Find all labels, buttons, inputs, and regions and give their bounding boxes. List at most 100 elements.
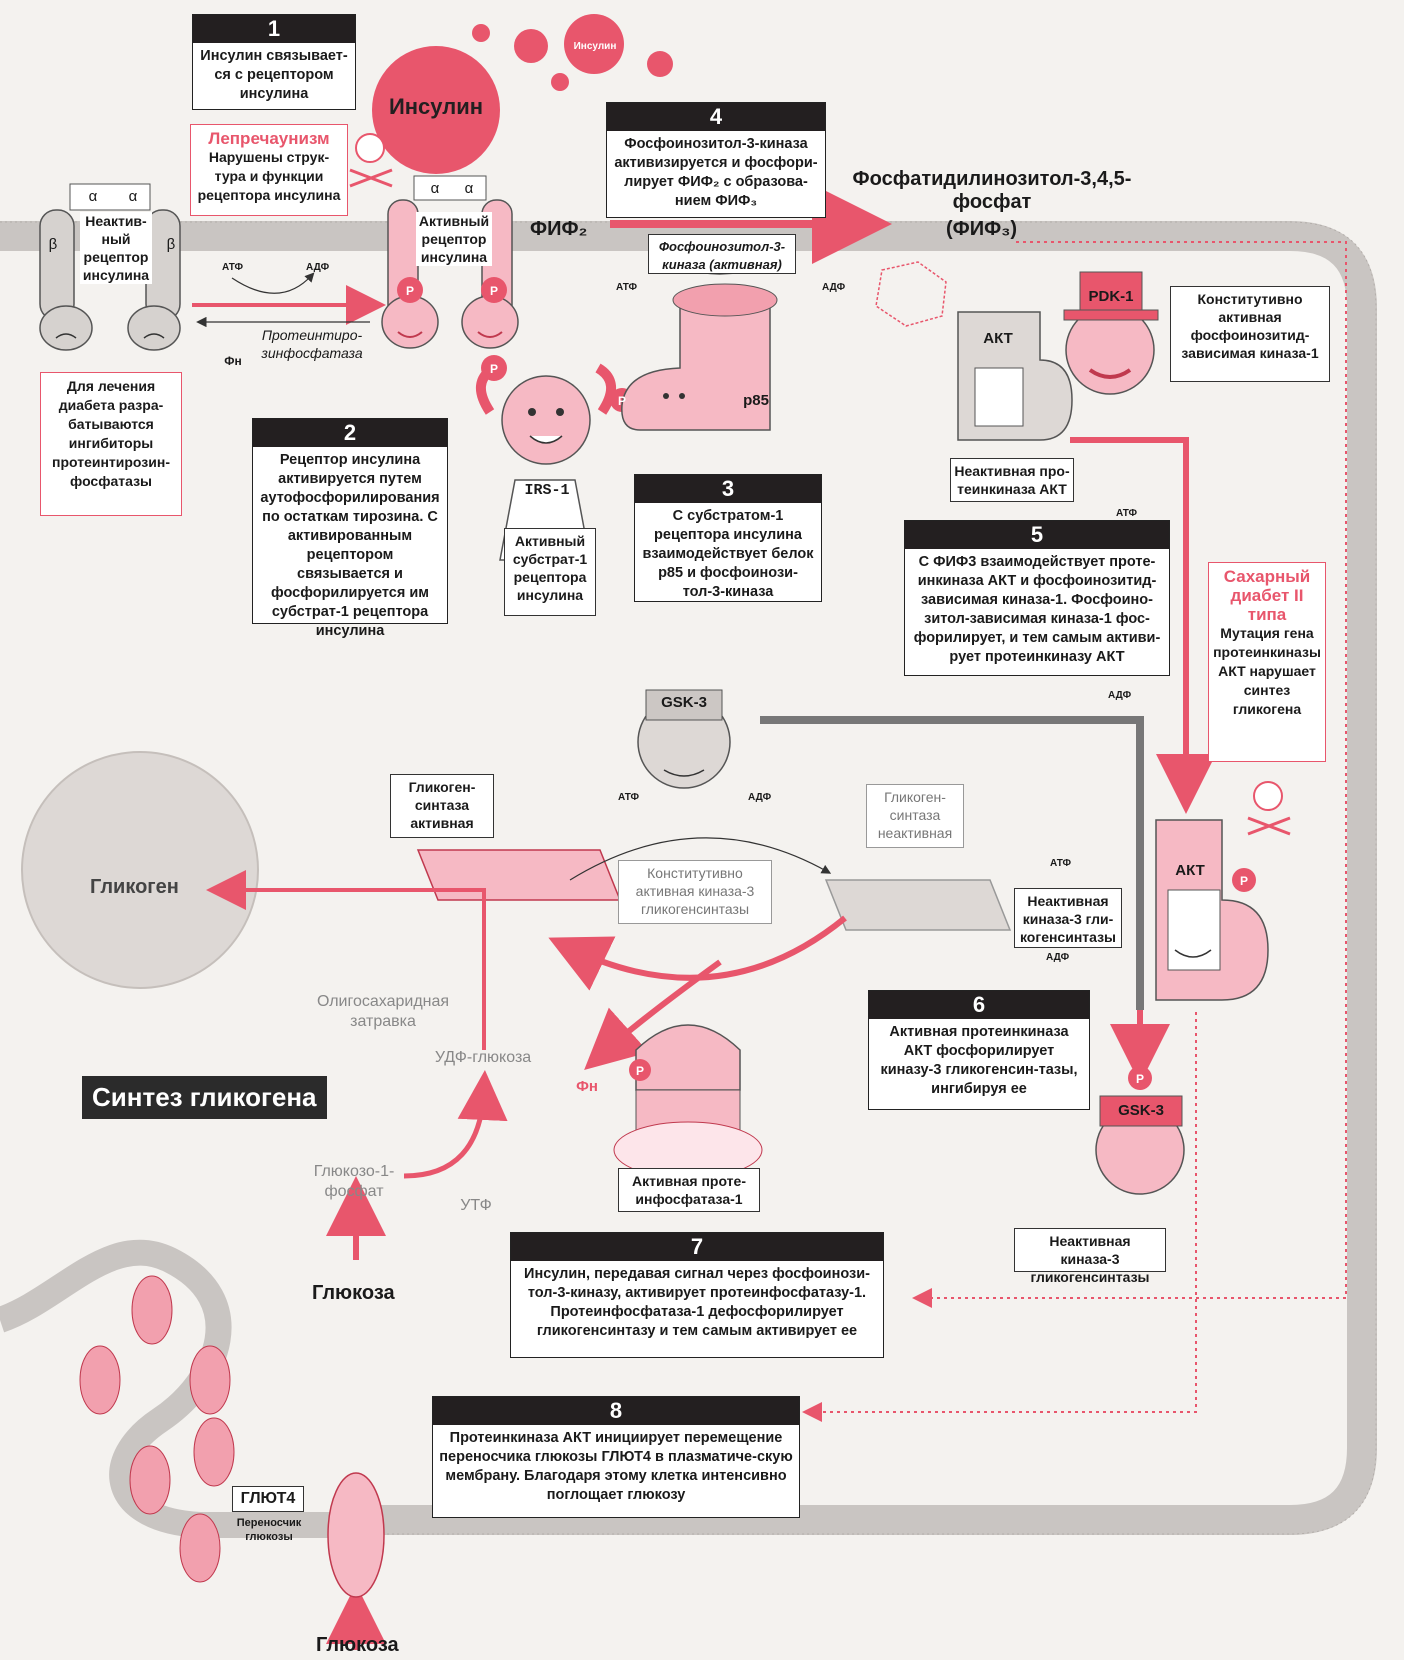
- skull-icon: [1247, 781, 1291, 836]
- akt-upper-label: АКТ: [983, 330, 1013, 347]
- leprechaunism-note: Лепречаунизм Нарушены струк-тура и функц…: [190, 124, 348, 216]
- phosphate-p-label: P: [405, 284, 414, 298]
- gsk3-inactive-bottom-label: Неактивная киназа-3 гликогенсинтазы: [1014, 1228, 1166, 1285]
- step-text: Фосфоинозитол-3-киназа активизируется и …: [614, 136, 818, 209]
- phosphate-p-label: P: [489, 284, 498, 298]
- ptp-label: Протеинтиро-зинфосфатаза: [261, 327, 363, 361]
- glut4-vesicle: [131, 1275, 173, 1345]
- step-text: Инсулин связывает-ся с рецептором инсули…: [200, 48, 348, 102]
- signal-dotted-line: [912, 241, 1347, 1308]
- adp-label: АДФ: [1108, 690, 1132, 701]
- utp-label: УТФ: [460, 1197, 492, 1214]
- alpha-label: α: [128, 188, 138, 205]
- step-number: 4: [607, 103, 825, 131]
- step-4-box: 4 Фосфоинозитол-3-киназа активизируется …: [606, 102, 826, 218]
- insulin-label: Инсулин: [388, 94, 484, 119]
- step-3-box: 3 С субстратом-1 рецептора инсулина взаи…: [634, 474, 822, 602]
- phosphate-icon: [1232, 868, 1256, 892]
- gsk3-inactive-side-label: Неактивная киназа-3 гли-когенсинтазы: [1014, 888, 1122, 948]
- note-title: Сахарный диабет II типа: [1223, 567, 1311, 624]
- alpha-label: α: [464, 180, 474, 197]
- atp-label: АТФ: [1116, 508, 1137, 519]
- step-text: Протеинкиназа АКТ инициирует перемещение…: [439, 1430, 793, 1503]
- gsk3-constitutive-label: Конститутивно активная киназа-3 гликоген…: [618, 860, 772, 924]
- irs1-head: [501, 375, 591, 465]
- note-text: Для лечения диабета разра-батываются инг…: [52, 378, 170, 489]
- udp-glucose-label: УДФ-глюкоза: [434, 1049, 532, 1066]
- insulin-ball-tiny: [551, 73, 569, 91]
- insulin-ball-tiny: [514, 29, 548, 63]
- gsk3-lower-label: GSK-3: [1118, 1102, 1164, 1119]
- glycogen-granule: [21, 751, 259, 989]
- pdk1-label: PDK-1: [1088, 288, 1134, 305]
- pi3k-active-label: Фосфоинозитол-3-киназа (активная): [648, 234, 796, 274]
- step-1-box: 1 Инсулин связывает-ся с рецептором инсу…: [192, 14, 356, 110]
- insulin-ball-small: [564, 14, 624, 74]
- treatment-note: Для лечения диабета разра-батываются инг…: [40, 372, 182, 516]
- akt-activation-arrow: [1070, 437, 1216, 814]
- step-number: 5: [905, 521, 1169, 549]
- step-text: С субстратом-1 рецептора инсулина взаимо…: [642, 508, 814, 600]
- glut4-vesicle: [129, 1445, 171, 1515]
- phosphate-icon: [629, 1059, 651, 1081]
- g1p-label: Глюкозо-1-фосфат: [313, 1163, 395, 1200]
- glut4-vesicle: [189, 1345, 231, 1415]
- akt-lower-label: АКТ: [1175, 862, 1205, 879]
- synthesis-title: Синтез гликогена: [82, 1076, 327, 1119]
- cell-membrane: [0, 221, 1377, 1535]
- atp-label: АТФ: [222, 262, 243, 273]
- step-6-box: 6 Активная протеинкиназа АКТ фосфорилиру…: [868, 990, 1090, 1110]
- fif3-abbr-label: (ФИФ₃): [946, 218, 1018, 240]
- insulin-ball: [372, 46, 500, 174]
- step-text: С ФИФ3 взаимодействует проте-инкиназа АК…: [913, 554, 1161, 665]
- note-title: Лепречаунизм: [208, 129, 330, 148]
- step-number: 6: [869, 991, 1089, 1019]
- glut4-transporter: [327, 1472, 385, 1598]
- phosphate-p-label: P: [1239, 874, 1248, 888]
- glucose-label: Глюкоза: [312, 1282, 395, 1304]
- glycogen-synthase-active: [416, 849, 622, 901]
- insulin-ball-tiny: [647, 51, 673, 77]
- alpha-label: α: [88, 188, 98, 205]
- adp-label: АДФ: [748, 792, 772, 803]
- membrane-inner-edge: [0, 221, 1377, 1535]
- step-text: Рецептор инсулина активируется путем аут…: [260, 452, 440, 639]
- p85-boot: [621, 299, 771, 431]
- g1p-to-udp-arrow: [403, 1070, 508, 1179]
- diabetes-note: Сахарный диабет II типа Мутация гена про…: [1208, 562, 1326, 762]
- glycogen-synthase-inactive: [824, 879, 1012, 931]
- step-number: 3: [635, 475, 821, 503]
- step-8-box: 8 Протеинкиназа АКТ инициирует перемещен…: [432, 1396, 800, 1518]
- note-text: Нарушены струк-тура и функции рецептора …: [197, 149, 341, 203]
- adp-label: АДФ: [306, 262, 330, 273]
- adp-label: АДФ: [1046, 952, 1070, 963]
- fn-label: Фн: [224, 354, 242, 368]
- gs-inactive-label: Гликоген-синтаза неактивная: [866, 784, 964, 848]
- oligo-label: Олигосахаридная затравка: [316, 993, 450, 1030]
- active-substrate-label: Активный субстрат-1 рецептора инсулина: [504, 528, 596, 616]
- phosphate-icon: [397, 277, 423, 303]
- p85-label: p85: [743, 392, 769, 409]
- insulin-small-label: Инсулин: [573, 41, 617, 52]
- step-number: 1: [193, 15, 355, 43]
- atp-adp-curve: [231, 272, 315, 294]
- beta-label: β: [48, 236, 58, 253]
- fif2-label: ФИФ₂: [530, 218, 588, 240]
- pp1-label: Активная проте-инфосфатаза-1: [618, 1168, 760, 1212]
- phosphate-icon: [1128, 1066, 1152, 1090]
- gsk3-inhibition-line: [760, 716, 1144, 1010]
- phosphate-p-label: P: [617, 394, 626, 408]
- irs1-label: IRS-1: [524, 482, 570, 499]
- fn-label: Фн: [576, 1078, 598, 1095]
- pp1-shape: [635, 1024, 741, 1091]
- atp-label: АТФ: [618, 792, 639, 803]
- udp-to-glycogen-arrow: [206, 870, 486, 1050]
- glut4-vesicle: [193, 1417, 235, 1487]
- beta-label: β: [166, 236, 176, 253]
- alpha-label: α: [430, 180, 440, 197]
- phosphate-p-label: P: [1135, 1072, 1144, 1086]
- step-number: 2: [253, 419, 447, 447]
- step-text: Активная протеинкиназа АКТ фосфорилирует…: [880, 1024, 1078, 1097]
- skull-icon: [349, 133, 393, 188]
